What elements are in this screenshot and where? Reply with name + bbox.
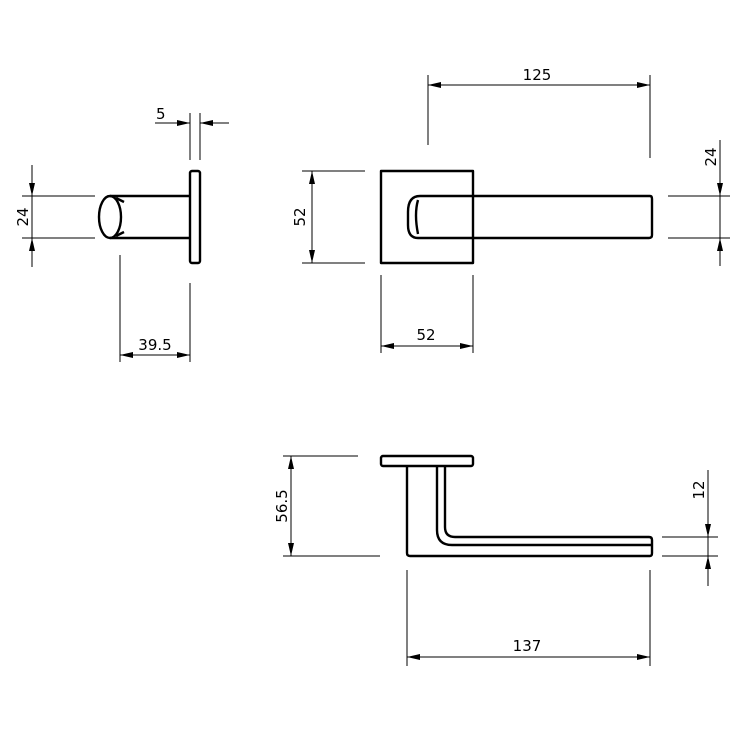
arrow: [288, 456, 294, 469]
front-rosette: [379, 169, 475, 265]
arrow: [717, 238, 723, 251]
dim-52-h-lines: [380, 275, 474, 353]
front-lever: [406, 194, 654, 240]
dim-52-v-lines: [302, 170, 365, 264]
arrow: [428, 82, 441, 88]
dim-24-left-label: 24: [14, 207, 32, 226]
side-shaft: [110, 194, 190, 240]
dim-56-5-lines: [283, 455, 380, 557]
top-rosette: [379, 454, 475, 468]
arrow: [309, 171, 315, 184]
front-lever-edge: [414, 199, 420, 235]
top-lever: [405, 466, 654, 558]
dim-56-5-label: 56.5: [273, 489, 291, 522]
front-view: 125 52 52 24: [291, 66, 730, 353]
dim-125-lines: [427, 75, 651, 158]
dim-137-lines: [406, 570, 651, 666]
arrow: [200, 120, 213, 126]
arrow: [29, 183, 35, 196]
dim-39-5-label: 39.5: [138, 336, 171, 354]
arrow: [407, 654, 420, 660]
arrow: [705, 524, 711, 537]
dim-125-label: 125: [523, 66, 552, 84]
dim-12-label: 12: [690, 480, 708, 499]
dim-24-right-label: 24: [702, 147, 720, 166]
dim-52-h-label: 52: [416, 326, 435, 344]
arrow: [29, 238, 35, 251]
arrow: [177, 120, 190, 126]
dim-5-label: 5: [156, 105, 166, 123]
side-shaft-end: [97, 194, 123, 240]
top-view: 56.5 12 137: [273, 454, 718, 666]
side-view: 5 24 39.5: [14, 105, 229, 362]
side-rosette: [188, 169, 202, 265]
dim-52-v-label: 52: [291, 207, 309, 226]
arrow: [637, 654, 650, 660]
arrow: [460, 343, 473, 349]
arrow: [120, 352, 133, 358]
dim-137-label: 137: [513, 637, 542, 655]
dim-5-lines: [155, 113, 229, 160]
arrow: [177, 352, 190, 358]
arrow: [288, 543, 294, 556]
arrow: [705, 556, 711, 569]
arrow: [717, 183, 723, 196]
arrow: [309, 250, 315, 263]
dim-24-left-lines: [22, 165, 95, 267]
arrow: [637, 82, 650, 88]
arrow: [381, 343, 394, 349]
top-lever-inner: [435, 466, 652, 547]
